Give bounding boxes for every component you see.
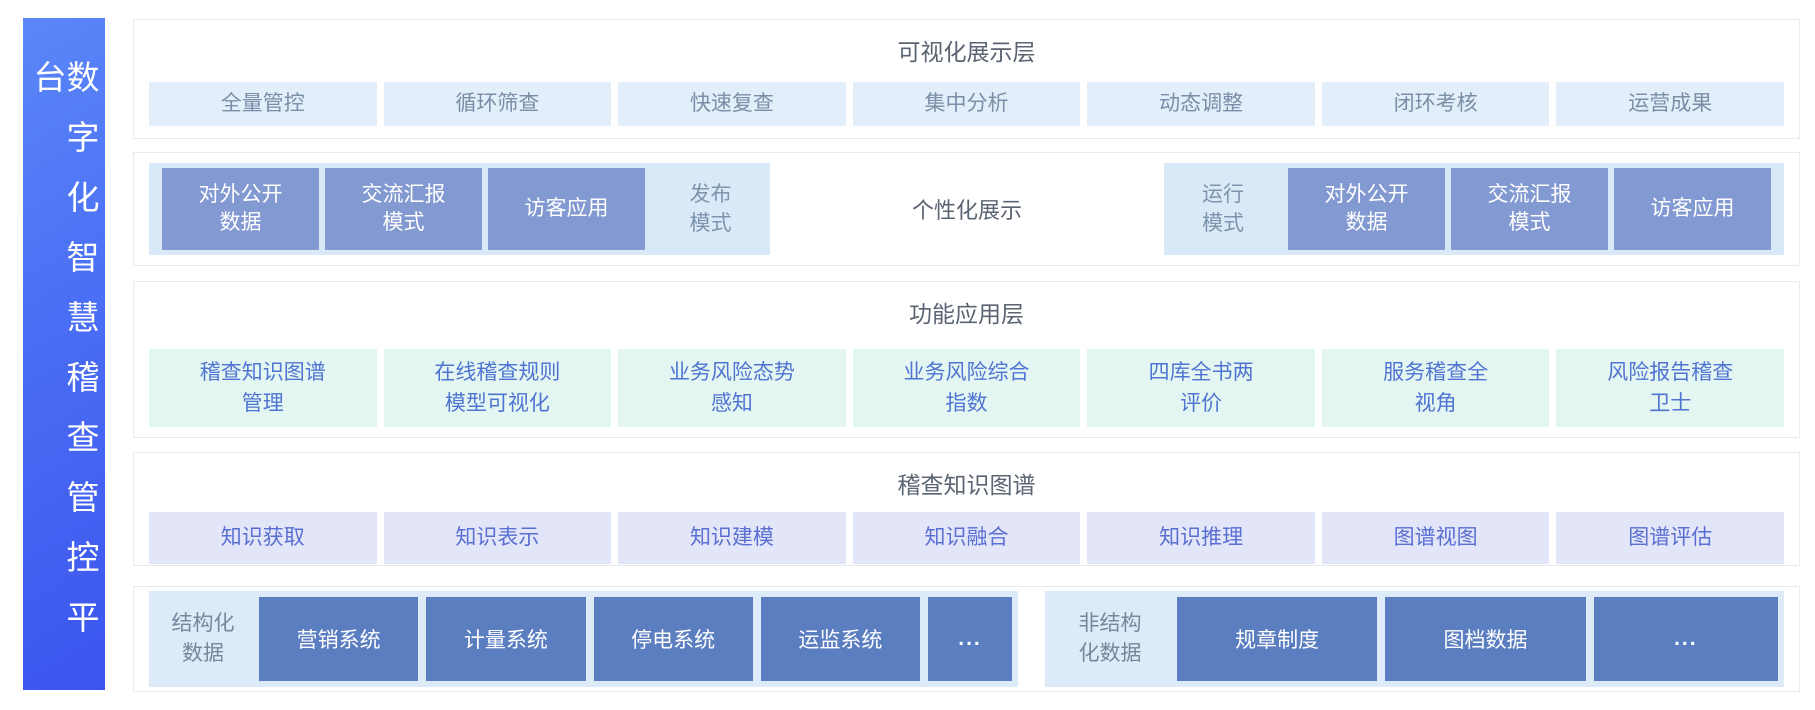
- function-layer-item: 服务稽查全 视角: [1321, 349, 1550, 427]
- run-mode-item: 访客应用: [1614, 168, 1771, 250]
- function-layer-panel: 功能应用层 稽查知识图谱 管理 在线稽查规则 模型可视化 业务风险态势 感知 业…: [133, 281, 1800, 438]
- function-layer-item: 稽查知识图谱 管理: [149, 349, 377, 427]
- publish-mode-item: 访客应用: [488, 168, 645, 250]
- structured-data-item: 计量系统: [426, 597, 586, 681]
- knowledge-graph-item: 图谱视图: [1321, 512, 1550, 564]
- structured-data-more: ...: [928, 597, 1012, 681]
- function-layer-items: 稽查知识图谱 管理 在线稽查规则 模型可视化 业务风险态势 感知 业务风险综合 …: [134, 349, 1799, 427]
- platform-title-bar: 数字化智慧稽查管控平台: [23, 18, 105, 690]
- structured-data-item: 停电系统: [593, 597, 753, 681]
- knowledge-graph-item: 知识建模: [618, 512, 846, 564]
- unstructured-data-item: 规章制度: [1177, 597, 1378, 681]
- unstructured-data-item: 图档数据: [1385, 597, 1586, 681]
- unstructured-data-label: 非结构 化数据: [1078, 611, 1142, 665]
- visual-layer-panel: 可视化展示层 全量管控 循环筛查 快速复查 集中分析 动态调整 闭环考核 运营成…: [133, 19, 1800, 139]
- visual-layer-item: 集中分析: [852, 82, 1081, 126]
- knowledge-graph-item: 知识表示: [383, 512, 612, 564]
- unstructured-data-more: ...: [1593, 597, 1778, 681]
- personalized-display-label: 个性化展示: [911, 198, 1022, 223]
- run-mode-item: 交流汇报 模式: [1451, 168, 1608, 250]
- structured-data-label: 结构化 数据: [171, 611, 235, 665]
- publish-mode-group: 对外公开 数据 交流汇报 模式 访客应用 发布 模式: [149, 163, 770, 255]
- knowledge-graph-item: 知识推理: [1087, 512, 1315, 564]
- knowledge-graph-title: 稽查知识图谱: [897, 472, 1036, 498]
- platform-title: 数字化智慧稽查管控平台: [29, 60, 99, 660]
- function-layer-item: 业务风险综合 指数: [852, 349, 1081, 427]
- run-mode-label: 运行 模式: [1202, 182, 1244, 235]
- publish-mode-item: 交流汇报 模式: [325, 168, 482, 250]
- publish-mode-label: 发布 模式: [689, 182, 732, 235]
- unstructured-data-group: 非结构 化数据 规章制度 图档数据 ...: [1045, 591, 1784, 687]
- knowledge-graph-panel: 稽查知识图谱 知识获取 知识表示 知识建模 知识融合 知识推理 图谱视图 图谱评…: [133, 452, 1800, 566]
- visual-layer-item: 全量管控: [149, 82, 377, 126]
- run-mode-group: 运行 模式 对外公开 数据 交流汇报 模式 访客应用: [1164, 163, 1784, 255]
- structured-data-item: 运监系统: [760, 597, 920, 681]
- visual-layer-item: 动态调整: [1087, 82, 1315, 126]
- function-layer-item: 在线稽查规则 模型可视化: [383, 349, 612, 427]
- run-mode-item: 对外公开 数据: [1288, 168, 1445, 250]
- visual-layer-title: 可视化展示层: [897, 39, 1036, 65]
- knowledge-graph-items: 知识获取 知识表示 知识建模 知识融合 知识推理 图谱视图 图谱评估: [134, 512, 1799, 564]
- visual-layer-item: 闭环考核: [1321, 82, 1550, 126]
- visual-layer-item: 运营成果: [1556, 82, 1785, 126]
- function-layer-item: 业务风险态势 感知: [618, 349, 846, 427]
- visual-layer-items: 全量管控 循环筛查 快速复查 集中分析 动态调整 闭环考核 运营成果: [134, 82, 1799, 126]
- function-layer-item: 风险报告稽查 卫士: [1556, 349, 1785, 427]
- knowledge-graph-item: 图谱评估: [1556, 512, 1785, 564]
- structured-data-item: 营销系统: [259, 597, 419, 681]
- knowledge-graph-item: 知识获取: [149, 512, 377, 564]
- function-layer-title: 功能应用层: [909, 301, 1024, 327]
- visual-layer-item: 循环筛查: [383, 82, 612, 126]
- data-layer-panel: 结构化 数据 营销系统 计量系统 停电系统 运监系统 ... 非结构 化数据 规…: [133, 586, 1800, 692]
- structured-data-group: 结构化 数据 营销系统 计量系统 停电系统 运监系统 ...: [149, 591, 1018, 687]
- knowledge-graph-item: 知识融合: [852, 512, 1081, 564]
- function-layer-item: 四库全书两 评价: [1087, 349, 1315, 427]
- visual-layer-item: 快速复查: [618, 82, 846, 126]
- publish-mode-item: 对外公开 数据: [162, 168, 319, 250]
- display-mode-panel: 对外公开 数据 交流汇报 模式 访客应用 发布 模式 个性化展示 运行 模式 对…: [133, 152, 1800, 266]
